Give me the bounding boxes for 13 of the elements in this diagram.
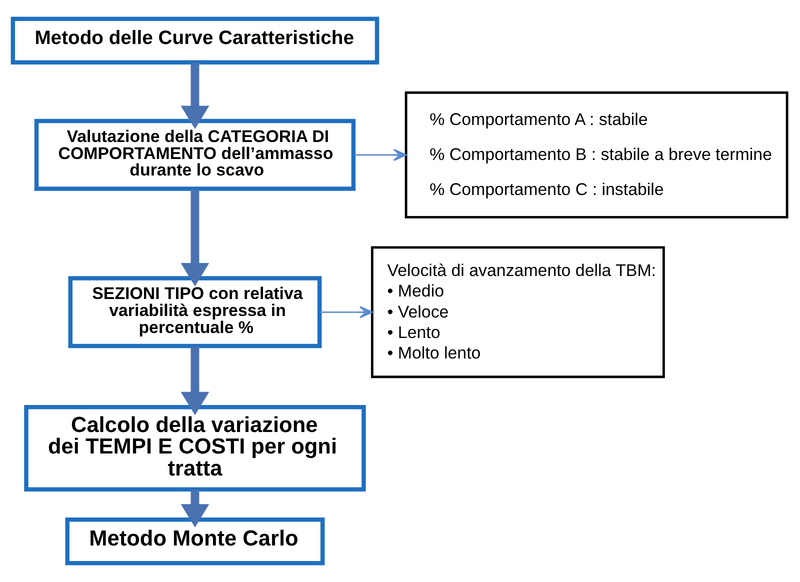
arrow (180, 346, 210, 416)
arrow (180, 188, 210, 286)
arrow (180, 490, 210, 528)
node-box: Calcolo della variazione dei TEMPI E COSTI per ogni tratta (24, 405, 366, 492)
arrow (180, 62, 210, 129)
node-box: Metodo Monte Carlo (65, 518, 325, 566)
node-box: Metodo delle Curve Caratteristiche (10, 16, 380, 64)
node-box: % Comportamento A : stabile % Comportamento B : stabile a breve termine % Comportamento C : instabile (404, 91, 788, 218)
arrow (354, 148, 407, 162)
arrow (320, 306, 373, 318)
node-box: Valutazione della CATEGORIA DI COMPORTAMENTO dell’ammasso durante lo scavo (34, 118, 356, 191)
node-box: SEZIONI TIPO con relativa variabilità espressa in percentuale % (68, 276, 322, 348)
node-box: Velocità di avanzamento della TBM: • Medio • Veloce • Lento • Molto lento (370, 246, 665, 378)
